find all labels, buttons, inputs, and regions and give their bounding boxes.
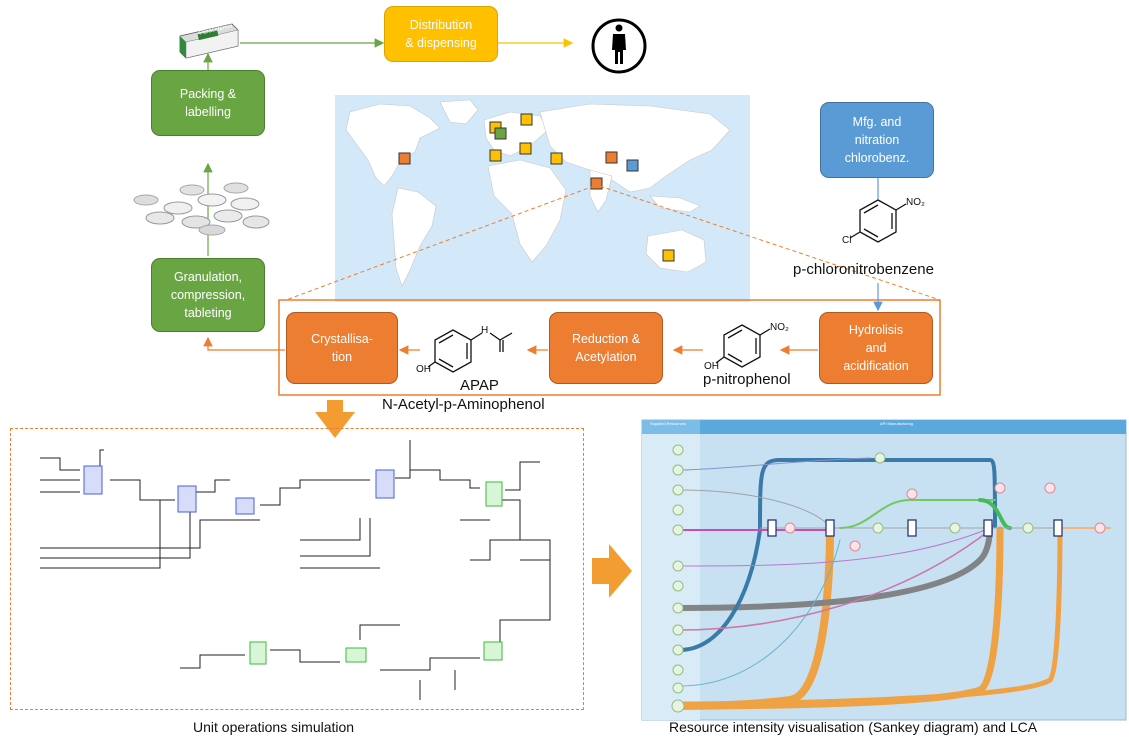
pill-pack-icon <box>179 23 239 59</box>
hydrolysis-acidification-box: Hydrolisis and acidification <box>819 312 933 384</box>
pcnb-no2-group: NO₂ <box>906 197 925 208</box>
simulation-caption: Unit operations simulation <box>193 719 355 735</box>
reduction-acetylation-box: Reduction & Acetylation <box>549 312 663 384</box>
block-arrow-down <box>315 400 355 438</box>
block-arrow-right <box>592 544 632 598</box>
patient-icon <box>591 18 647 74</box>
apap-full-name-label: N-Acetyl-p-Aminophenol <box>382 396 545 413</box>
crystallisation-box: Crystallisa- tion <box>286 312 398 384</box>
mfg-nitration-box: Mfg. and nitration chlorobenz. <box>820 102 934 178</box>
apap-label: APAP <box>460 377 499 394</box>
pnp-molecule <box>715 324 771 368</box>
distribution-dispensing-box: Distribution & dispensing <box>384 6 498 62</box>
pnp-label: p-nitrophenol <box>703 371 791 388</box>
arrow-crystallisation-to-granulation <box>203 336 285 351</box>
world-map <box>335 95 750 302</box>
pnp-oh-group: OH <box>704 361 719 372</box>
zoom-line-right <box>599 185 941 301</box>
pcnb-label: p-chloronitrobenzene <box>793 261 934 278</box>
pnp-no2-group: NO₂ <box>770 322 789 333</box>
pcnb-molecule <box>849 199 907 243</box>
sankey-diagram <box>641 419 1127 721</box>
pcnb-cl-atom: Cl <box>842 235 852 246</box>
granulation-tableting-box: Granulation, compression, tableting <box>151 258 265 332</box>
apap-oh-group: OH <box>416 364 431 375</box>
tablets-image <box>133 182 270 236</box>
map-markers <box>398 113 675 262</box>
simulation-flowsheet <box>40 440 551 700</box>
simulation-panel <box>10 428 584 710</box>
apap-molecule <box>427 329 513 373</box>
apap-nh-group: H <box>481 325 489 336</box>
sankey-caption: Resource intensity visualisation (Sankey… <box>669 719 1038 735</box>
zoom-line-left <box>285 185 595 301</box>
sankey-header-left: Supplied Resources <box>650 421 686 426</box>
packing-labelling-box: Packing & labelling <box>151 70 265 136</box>
process-frame <box>278 299 941 396</box>
sankey-header-right: API Manufacturing <box>880 421 913 426</box>
